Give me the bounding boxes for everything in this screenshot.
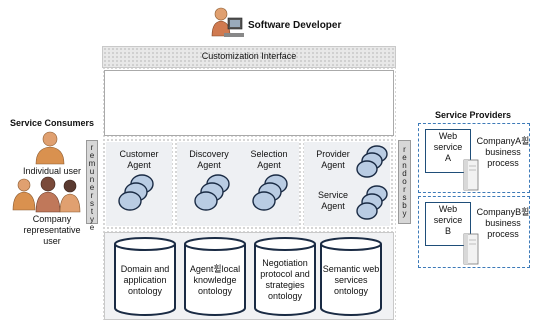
developer-icon <box>211 7 244 37</box>
agent-local-ontology-cylinder <box>184 237 246 316</box>
individual-user-label: Individual user <box>22 166 82 176</box>
consumer-interface-text: r e m u n e r s t y e <box>88 143 96 232</box>
web-service-a-box <box>425 129 471 173</box>
company-b-group <box>418 196 530 268</box>
negotiation-ontology-cylinder <box>254 237 316 316</box>
company-a-group <box>418 123 530 193</box>
company-user-icon <box>12 176 81 213</box>
service-consumers-title: Service Consumers <box>9 118 95 128</box>
domain-ontology-cylinder <box>114 237 176 316</box>
customization-interface-label: Customization Interface <box>201 51 297 61</box>
web-service-b-box <box>425 202 471 246</box>
service-agent-icon <box>356 185 388 220</box>
provider-agent-icon <box>356 145 388 178</box>
provider-interface-bar <box>398 140 411 224</box>
individual-user-icon <box>35 131 65 165</box>
interface-box <box>104 70 394 136</box>
provider-interface-text: r e n d o r s b y <box>402 145 407 218</box>
service-providers-title: Service Providers <box>434 110 512 120</box>
customer-agent-icon <box>118 174 154 211</box>
selection-agent-icon <box>252 174 288 211</box>
server-b-icon <box>463 233 479 265</box>
discovery-agent-icon <box>194 174 230 211</box>
developer-label: Software Developer <box>248 20 342 31</box>
server-a-icon <box>463 159 479 191</box>
consumer-interface-bar <box>86 140 98 224</box>
customization-interface-bar <box>102 46 396 68</box>
semantic-ontology-cylinder <box>320 237 382 316</box>
